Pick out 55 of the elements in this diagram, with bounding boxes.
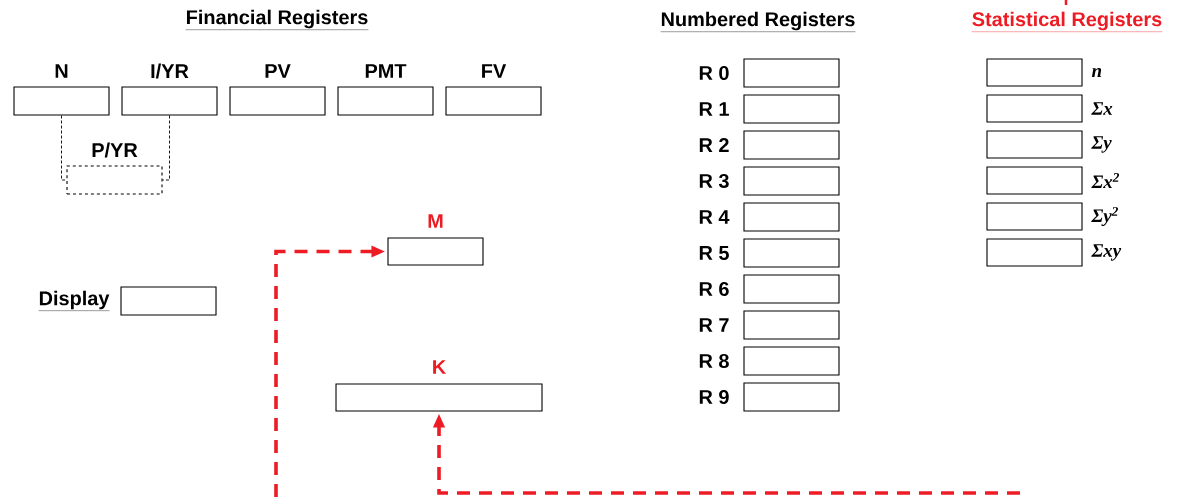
connector-line [162,115,170,181]
register-box: Σx [986,94,1113,123]
connector-line [61,115,67,181]
register-box: Σy [986,130,1112,159]
node-label: R 7 [699,318,729,332]
register-box: R 9 [699,382,840,412]
register-box: R 2 [699,130,840,160]
node-label: R 3 [699,173,729,189]
node-label: n [1091,68,1102,77]
node-label: Σy$^{2}$ [1091,206,1118,227]
node-label: Σxy [1091,244,1122,261]
node-label: Σy [1091,136,1112,153]
register-box: PMT [337,64,434,116]
node-label: R 6 [699,281,729,297]
register-box: Σy$^{2}$ [986,202,1118,231]
node-label: P/YR [92,142,138,158]
section-heading: Financial Registers [185,9,369,30]
node-label: FV [482,64,507,78]
register-box: K [335,360,543,412]
register-box: Σx$^{2}$ [986,166,1120,195]
node-label: R 0 [699,65,729,81]
register-box: R 4 [699,202,840,232]
register-box: R 5 [699,238,840,268]
register-box: R 1 [699,94,840,124]
node-label: Σx$^{2}$ [1091,172,1120,188]
node-label: R 8 [699,353,729,369]
node-label: PV [265,64,291,78]
display-box: Display [38,286,217,316]
node-label: Display [39,290,110,310]
dashed-register-box: P/YR [66,142,163,195]
node-label: M [428,214,443,228]
node-label: PMT [365,64,407,78]
register-box: R 0 [699,58,840,88]
register-box: R 8 [699,346,840,376]
register-box: M [387,214,484,266]
register-box: R 6 [699,274,840,304]
node-label: Σx [1091,102,1113,115]
section-heading: Numbered Registers [660,11,856,32]
register-box: Σxy [986,238,1122,267]
node-label: R 2 [699,138,729,152]
register-box: n [986,58,1102,87]
register-box: I/YR [121,63,218,116]
section-heading: Statistical Registers [971,11,1163,32]
node-label: R 1 [699,102,729,116]
register-box: R 7 [699,310,840,340]
node-label: R 4 [699,210,730,224]
node-label: R 5 [699,246,729,260]
node-label: I/YR [151,63,189,79]
node-label: K [433,360,447,374]
register-box: FV [445,64,542,116]
node-label: R 9 [699,389,729,405]
register-box: PV [229,64,326,116]
node-label: N [55,64,68,78]
register-box: N [13,64,110,116]
register-box: R 3 [699,166,840,196]
